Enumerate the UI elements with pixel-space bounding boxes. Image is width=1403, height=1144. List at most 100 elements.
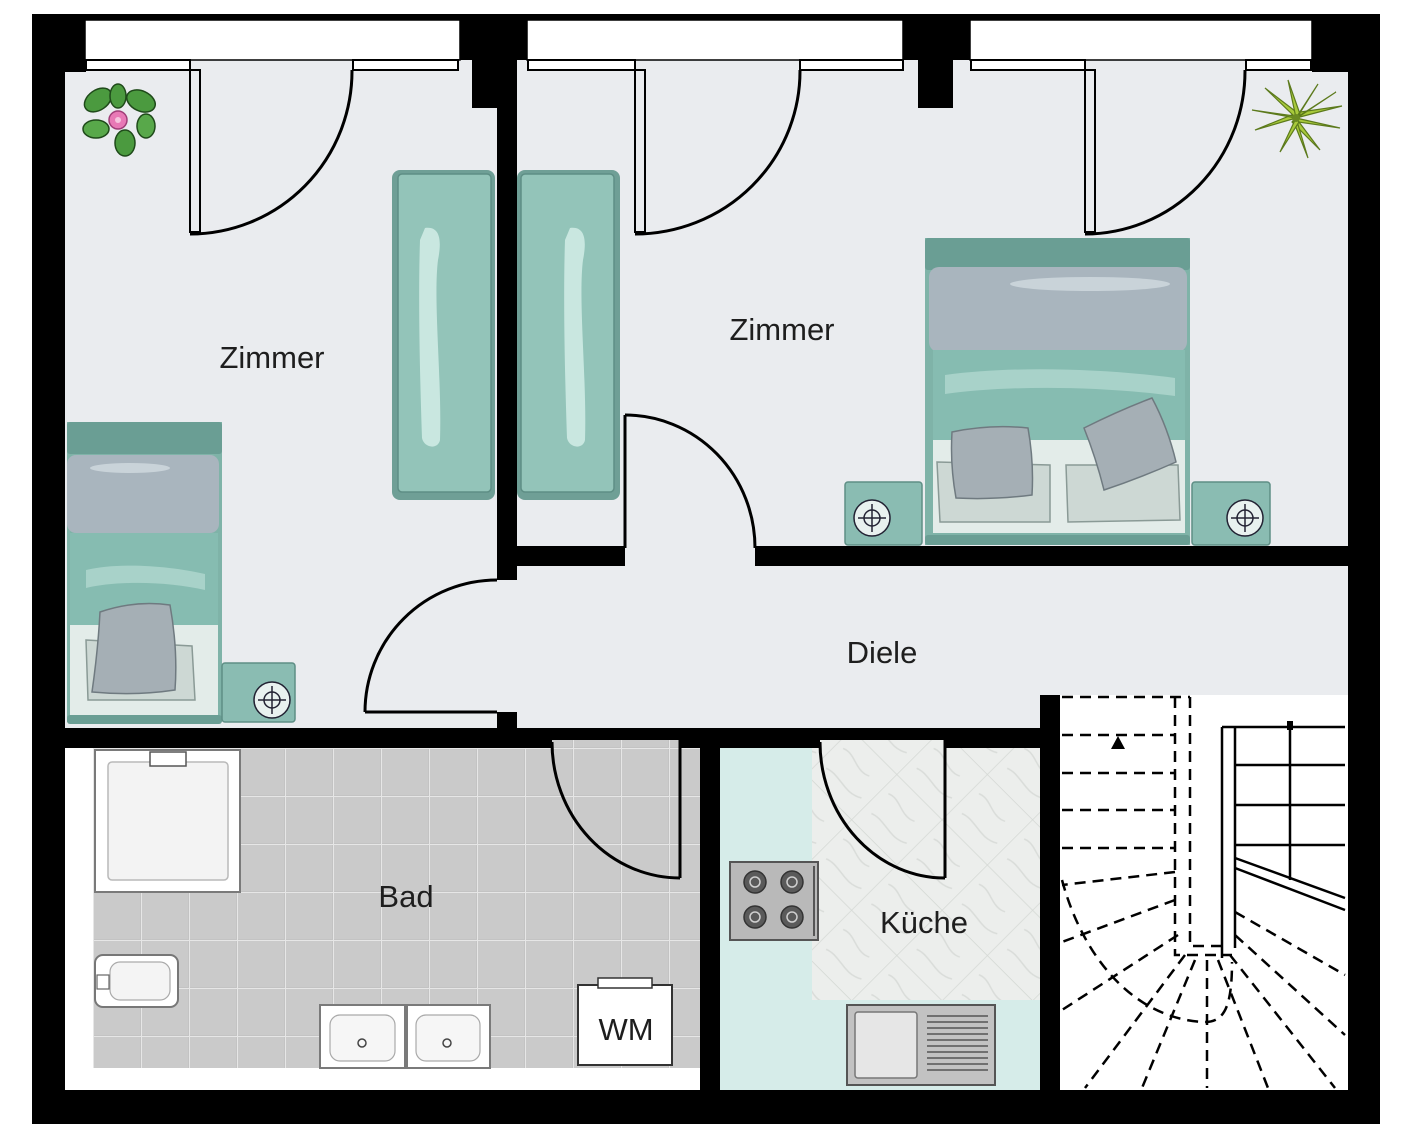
wall-zimmer-right-bottom-right xyxy=(755,546,1348,566)
stair-direction-arrow-icon xyxy=(1111,736,1125,749)
window-pane xyxy=(84,19,461,61)
washing-machine-top xyxy=(597,977,653,989)
pillow-highlight xyxy=(1010,277,1170,291)
pillow-highlight xyxy=(90,463,170,473)
toilet xyxy=(94,954,179,1008)
burner-icon xyxy=(780,905,804,929)
door-swing-arc xyxy=(818,741,946,880)
stair-stringer-line xyxy=(1173,697,1232,957)
doors xyxy=(189,69,1247,880)
sink-basin xyxy=(329,1014,396,1062)
washing-machine-body xyxy=(577,984,673,1066)
wall-bad-kueche xyxy=(700,748,720,1124)
room-label-zimmer-left: Zimmer xyxy=(219,340,324,375)
nightstand-right-b xyxy=(1191,481,1271,546)
windows xyxy=(84,19,1313,71)
window-pane xyxy=(969,19,1313,61)
door-leaf xyxy=(634,69,646,233)
blanket-highlight xyxy=(86,565,205,590)
window-sill xyxy=(1245,59,1312,71)
shower-drain xyxy=(149,751,187,767)
plant-left xyxy=(82,83,156,157)
burner-ring xyxy=(749,876,761,888)
shower-tray xyxy=(94,749,241,893)
window-sill xyxy=(85,59,191,71)
cushion-grey xyxy=(950,425,1034,500)
lamp-crosshair xyxy=(258,686,286,714)
kitchen-sink xyxy=(846,1004,996,1086)
plant-leaf xyxy=(126,89,156,113)
window-pane xyxy=(526,19,904,61)
plant-right xyxy=(1251,79,1343,159)
stair-winder-line xyxy=(1061,898,1176,944)
burner-ring xyxy=(749,911,761,923)
door-leaf xyxy=(189,69,201,233)
room-label-bad: Bad xyxy=(378,879,433,914)
burner-ring xyxy=(786,876,798,888)
staircase-area xyxy=(1060,695,1348,1090)
kueche-marble-tiles xyxy=(812,740,1040,1000)
wall-zimmer-divider-lower xyxy=(497,712,517,728)
wall-zimmer-right-bottom-left xyxy=(517,546,625,566)
wardrobe-highlight xyxy=(564,227,586,447)
lamp-crosshair xyxy=(858,504,886,532)
burner-icon xyxy=(743,905,767,929)
kitchen-sink-drainer xyxy=(927,1015,988,1071)
door-swing-arc xyxy=(624,413,757,549)
washing-machine: WM xyxy=(577,977,673,1066)
door-swing-arc xyxy=(189,69,354,236)
door-leaf xyxy=(1084,69,1096,233)
door-swing-arc xyxy=(634,69,802,236)
door-swing-arc xyxy=(550,741,681,880)
plant-leaf xyxy=(114,129,136,157)
sink-drain xyxy=(357,1038,367,1048)
wall-diele-bottom-left xyxy=(32,728,552,748)
staircase xyxy=(1060,695,1346,1089)
sink-b xyxy=(406,1004,491,1069)
wardrobe-body xyxy=(397,173,492,493)
room-label-kueche: Küche xyxy=(880,905,968,940)
door-swing-arc xyxy=(363,578,498,713)
kitchen-sink-basin xyxy=(854,1011,918,1079)
sink-basin xyxy=(415,1014,481,1062)
bed-headboard xyxy=(925,238,1190,270)
stair-stringer-line xyxy=(1188,697,1222,948)
stove xyxy=(729,861,819,941)
wardrobe-left xyxy=(392,170,495,500)
stair-winder-line xyxy=(1216,959,1270,1089)
room-label-diele: Diele xyxy=(847,635,918,670)
nightstand-right-a xyxy=(844,481,923,546)
door-swing-arc xyxy=(1084,69,1247,236)
plant-leaf xyxy=(82,119,110,139)
stair-winder-line xyxy=(1084,954,1186,1089)
wall-pillar xyxy=(918,60,953,108)
stair-winder-line xyxy=(1229,954,1336,1089)
sink-a xyxy=(319,1004,406,1069)
blanket-highlight xyxy=(945,369,1175,396)
nightstand-left xyxy=(221,662,296,723)
burner-ring xyxy=(786,911,798,923)
wall-zimmer-divider xyxy=(497,72,517,580)
stair-railing xyxy=(1234,856,1346,912)
stove-body xyxy=(729,861,819,941)
stair-winder-line xyxy=(1061,933,1179,1012)
shower-inner xyxy=(107,761,229,881)
stair-winder-line xyxy=(1234,910,1346,977)
flower-center xyxy=(115,117,121,123)
cushion-grey xyxy=(1083,397,1177,491)
stair-handrail-curve xyxy=(1060,879,1234,1024)
burner-icon xyxy=(780,870,804,894)
sink-drain xyxy=(442,1038,452,1048)
bed-footboard xyxy=(67,715,222,724)
cushion-grey xyxy=(91,602,177,695)
wardrobe-highlight xyxy=(419,227,441,447)
window-sill xyxy=(527,59,636,71)
wall-pillar xyxy=(65,60,86,72)
interior-walls xyxy=(32,60,1348,1124)
bed-footboard xyxy=(925,535,1190,545)
room-label-zimmer-right: Zimmer xyxy=(729,312,834,347)
plant-leaf xyxy=(109,83,127,109)
bed-headboard xyxy=(67,422,222,454)
window-sill xyxy=(799,59,904,71)
